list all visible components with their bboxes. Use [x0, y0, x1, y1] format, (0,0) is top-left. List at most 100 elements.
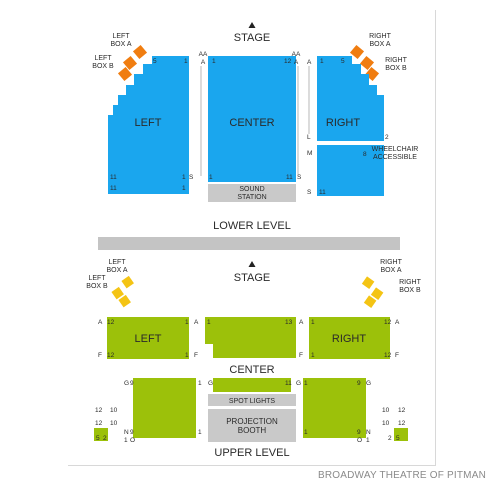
upper-rear-right-section[interactable] — [303, 378, 366, 438]
upper-right-box-a-seat[interactable] — [361, 276, 375, 289]
svg-text:G: G — [124, 380, 129, 387]
svg-text:AA: AA — [199, 51, 208, 58]
stage-arrow-icon — [248, 22, 256, 28]
lower-left-section[interactable] — [108, 56, 189, 194]
lower-row-labels: AA A AA A 1 12 5 1 1 5 A L M S 8 2 11 11… — [110, 51, 389, 196]
upper-rear-center-section[interactable] — [213, 378, 291, 392]
svg-text:1: 1 — [212, 58, 216, 65]
svg-text:L: L — [307, 134, 311, 141]
svg-text:1: 1 — [209, 174, 213, 181]
svg-text:11: 11 — [319, 189, 326, 196]
svg-text:2: 2 — [388, 435, 392, 442]
svg-text:5: 5 — [153, 58, 157, 65]
svg-text:1: 1 — [366, 437, 370, 444]
svg-text:12: 12 — [107, 352, 115, 359]
svg-text:1: 1 — [185, 319, 189, 326]
upper-left-section-label: LEFT — [135, 333, 162, 345]
svg-text:A: A — [201, 59, 206, 66]
upper-rear-left-section[interactable] — [133, 378, 196, 438]
upper-left-section[interactable] — [107, 317, 189, 359]
svg-text:12: 12 — [384, 352, 392, 359]
lower-center-section[interactable] — [208, 56, 296, 182]
sound-station — [208, 184, 296, 202]
upper-center-section-label: CENTER — [229, 364, 274, 376]
upper-rear-right-corner-section[interactable] — [394, 428, 408, 441]
svg-text:5: 5 — [396, 435, 400, 442]
upper-center-section[interactable] — [205, 317, 296, 358]
svg-text:M: M — [307, 150, 312, 157]
svg-text:1: 1 — [182, 174, 186, 181]
svg-text:10: 10 — [110, 407, 118, 414]
lower-center-section-label: CENTER — [229, 117, 274, 129]
svg-text:11: 11 — [285, 380, 292, 387]
svg-text:G: G — [208, 380, 213, 387]
lower-right-section[interactable] — [317, 56, 384, 141]
svg-text:O: O — [130, 437, 135, 444]
lower-left-section-label: LEFT — [135, 117, 162, 129]
svg-text:A: A — [395, 319, 400, 326]
svg-text:9: 9 — [357, 429, 361, 436]
svg-text:9: 9 — [130, 429, 134, 436]
svg-text:11: 11 — [286, 174, 293, 181]
upper-rear-left-corner-section[interactable] — [94, 428, 108, 441]
svg-text:S: S — [189, 174, 194, 181]
upper-left-box-a-seat[interactable] — [121, 275, 134, 289]
svg-text:12: 12 — [107, 319, 115, 326]
level-divider — [98, 237, 400, 250]
svg-text:2: 2 — [385, 134, 389, 141]
lower-level-label: LOWER LEVEL — [213, 220, 291, 232]
svg-text:5: 5 — [96, 435, 100, 442]
svg-text:1: 1 — [124, 437, 128, 444]
upper-level-label: UPPER LEVEL — [214, 447, 289, 459]
svg-text:9: 9 — [130, 380, 134, 387]
lower-right-box-a-seat[interactable] — [349, 44, 365, 60]
svg-text:9: 9 — [357, 380, 361, 387]
svg-text:F: F — [299, 352, 303, 359]
venue-name: BROADWAY THEATRE OF PITMAN — [318, 470, 486, 481]
svg-text:1: 1 — [304, 380, 308, 387]
svg-text:A: A — [294, 59, 299, 66]
stage-arrow-icon — [248, 261, 256, 267]
svg-text:1: 1 — [185, 352, 189, 359]
svg-text:G: G — [296, 380, 301, 387]
upper-left-box-b-seat[interactable] — [118, 294, 131, 308]
svg-text:F: F — [98, 352, 102, 359]
svg-text:2: 2 — [103, 435, 107, 442]
upper-right-box-b-seat[interactable] — [370, 287, 384, 300]
svg-text:S: S — [297, 174, 302, 181]
svg-text:1: 1 — [304, 429, 308, 436]
upper-right-box-b-seat[interactable] — [363, 295, 377, 308]
spot-lights — [208, 394, 296, 406]
svg-text:5: 5 — [341, 58, 345, 65]
svg-text:10: 10 — [382, 420, 390, 427]
lower-left-box-a-seat[interactable] — [132, 44, 148, 60]
upper-right-section[interactable] — [309, 317, 390, 359]
svg-text:1: 1 — [311, 319, 315, 326]
svg-text:10: 10 — [110, 420, 118, 427]
svg-text:1: 1 — [182, 185, 186, 192]
upper-row-labels: A 12 F 12 1 1 A F 1 13 A F 1 1 12 A 12 F… — [95, 319, 406, 444]
svg-text:AA: AA — [292, 51, 301, 58]
lower-right-rear-section[interactable] — [317, 145, 384, 196]
svg-text:8: 8 — [363, 151, 367, 158]
svg-text:12: 12 — [95, 407, 103, 414]
upper-right-section-label: RIGHT — [332, 333, 367, 345]
svg-text:10: 10 — [382, 407, 390, 414]
lower-left-box-b-seat[interactable] — [117, 66, 133, 82]
lower-right-box-a-seat[interactable] — [359, 55, 375, 71]
svg-text:A: A — [194, 319, 199, 326]
svg-text:11: 11 — [110, 185, 117, 192]
upper-left-box-b-seat[interactable] — [111, 286, 124, 300]
lower-left-box-a-seat[interactable] — [122, 55, 138, 71]
svg-text:13: 13 — [285, 319, 293, 326]
